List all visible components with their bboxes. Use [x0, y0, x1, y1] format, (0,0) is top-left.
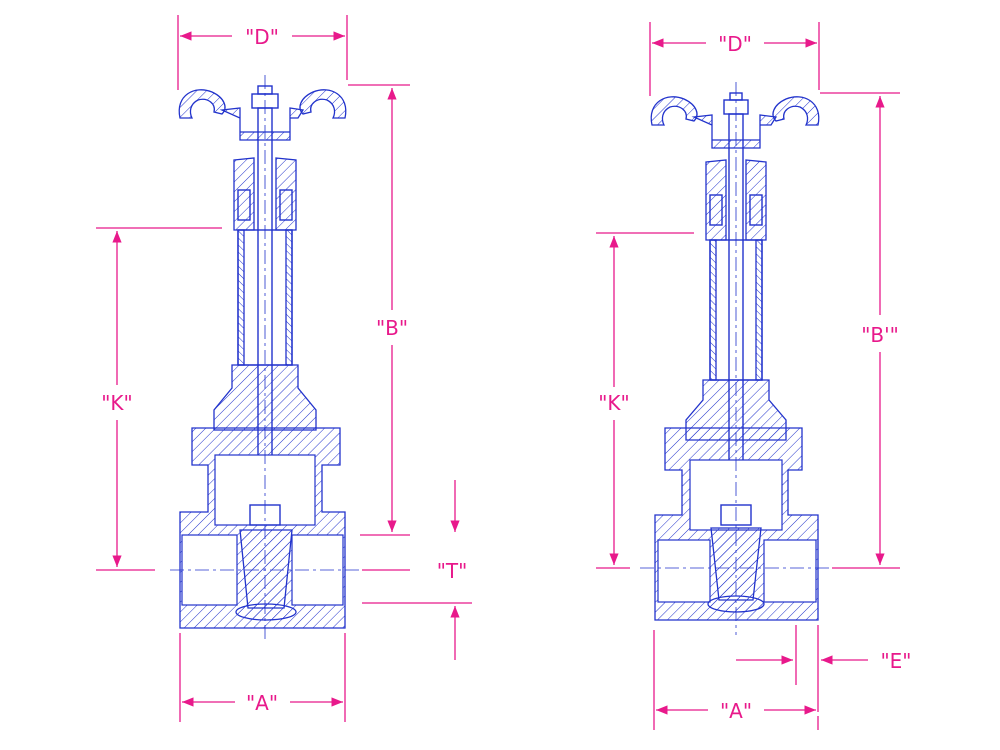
wedge-left [239, 529, 293, 609]
left-valve [170, 75, 360, 640]
dimension-b-right: "B'" [861, 323, 899, 347]
dimension-a-right: "A" [720, 699, 752, 723]
packing-nut-left [233, 157, 297, 231]
dimension-e-right: "E" [880, 649, 911, 673]
dimension-d-left: "D" [245, 25, 279, 49]
dimension-d-right: "D" [718, 32, 752, 56]
dimension-k-right: "K" [598, 391, 630, 415]
packing-nut-right [705, 159, 767, 241]
left-dimensions: "D" "B" "K" "T" "A" [96, 15, 472, 722]
dimension-k-left: "K" [101, 391, 133, 415]
handwheel-right [650, 92, 820, 149]
right-dimensions: "D" "B'" "K" "E" "A" [596, 22, 912, 730]
handwheel-left [178, 85, 347, 141]
dimension-t-left: "T" [437, 559, 468, 583]
dimension-a-left: "A" [246, 691, 278, 715]
right-valve [640, 82, 830, 635]
dimension-b-left: "B" [376, 316, 408, 340]
